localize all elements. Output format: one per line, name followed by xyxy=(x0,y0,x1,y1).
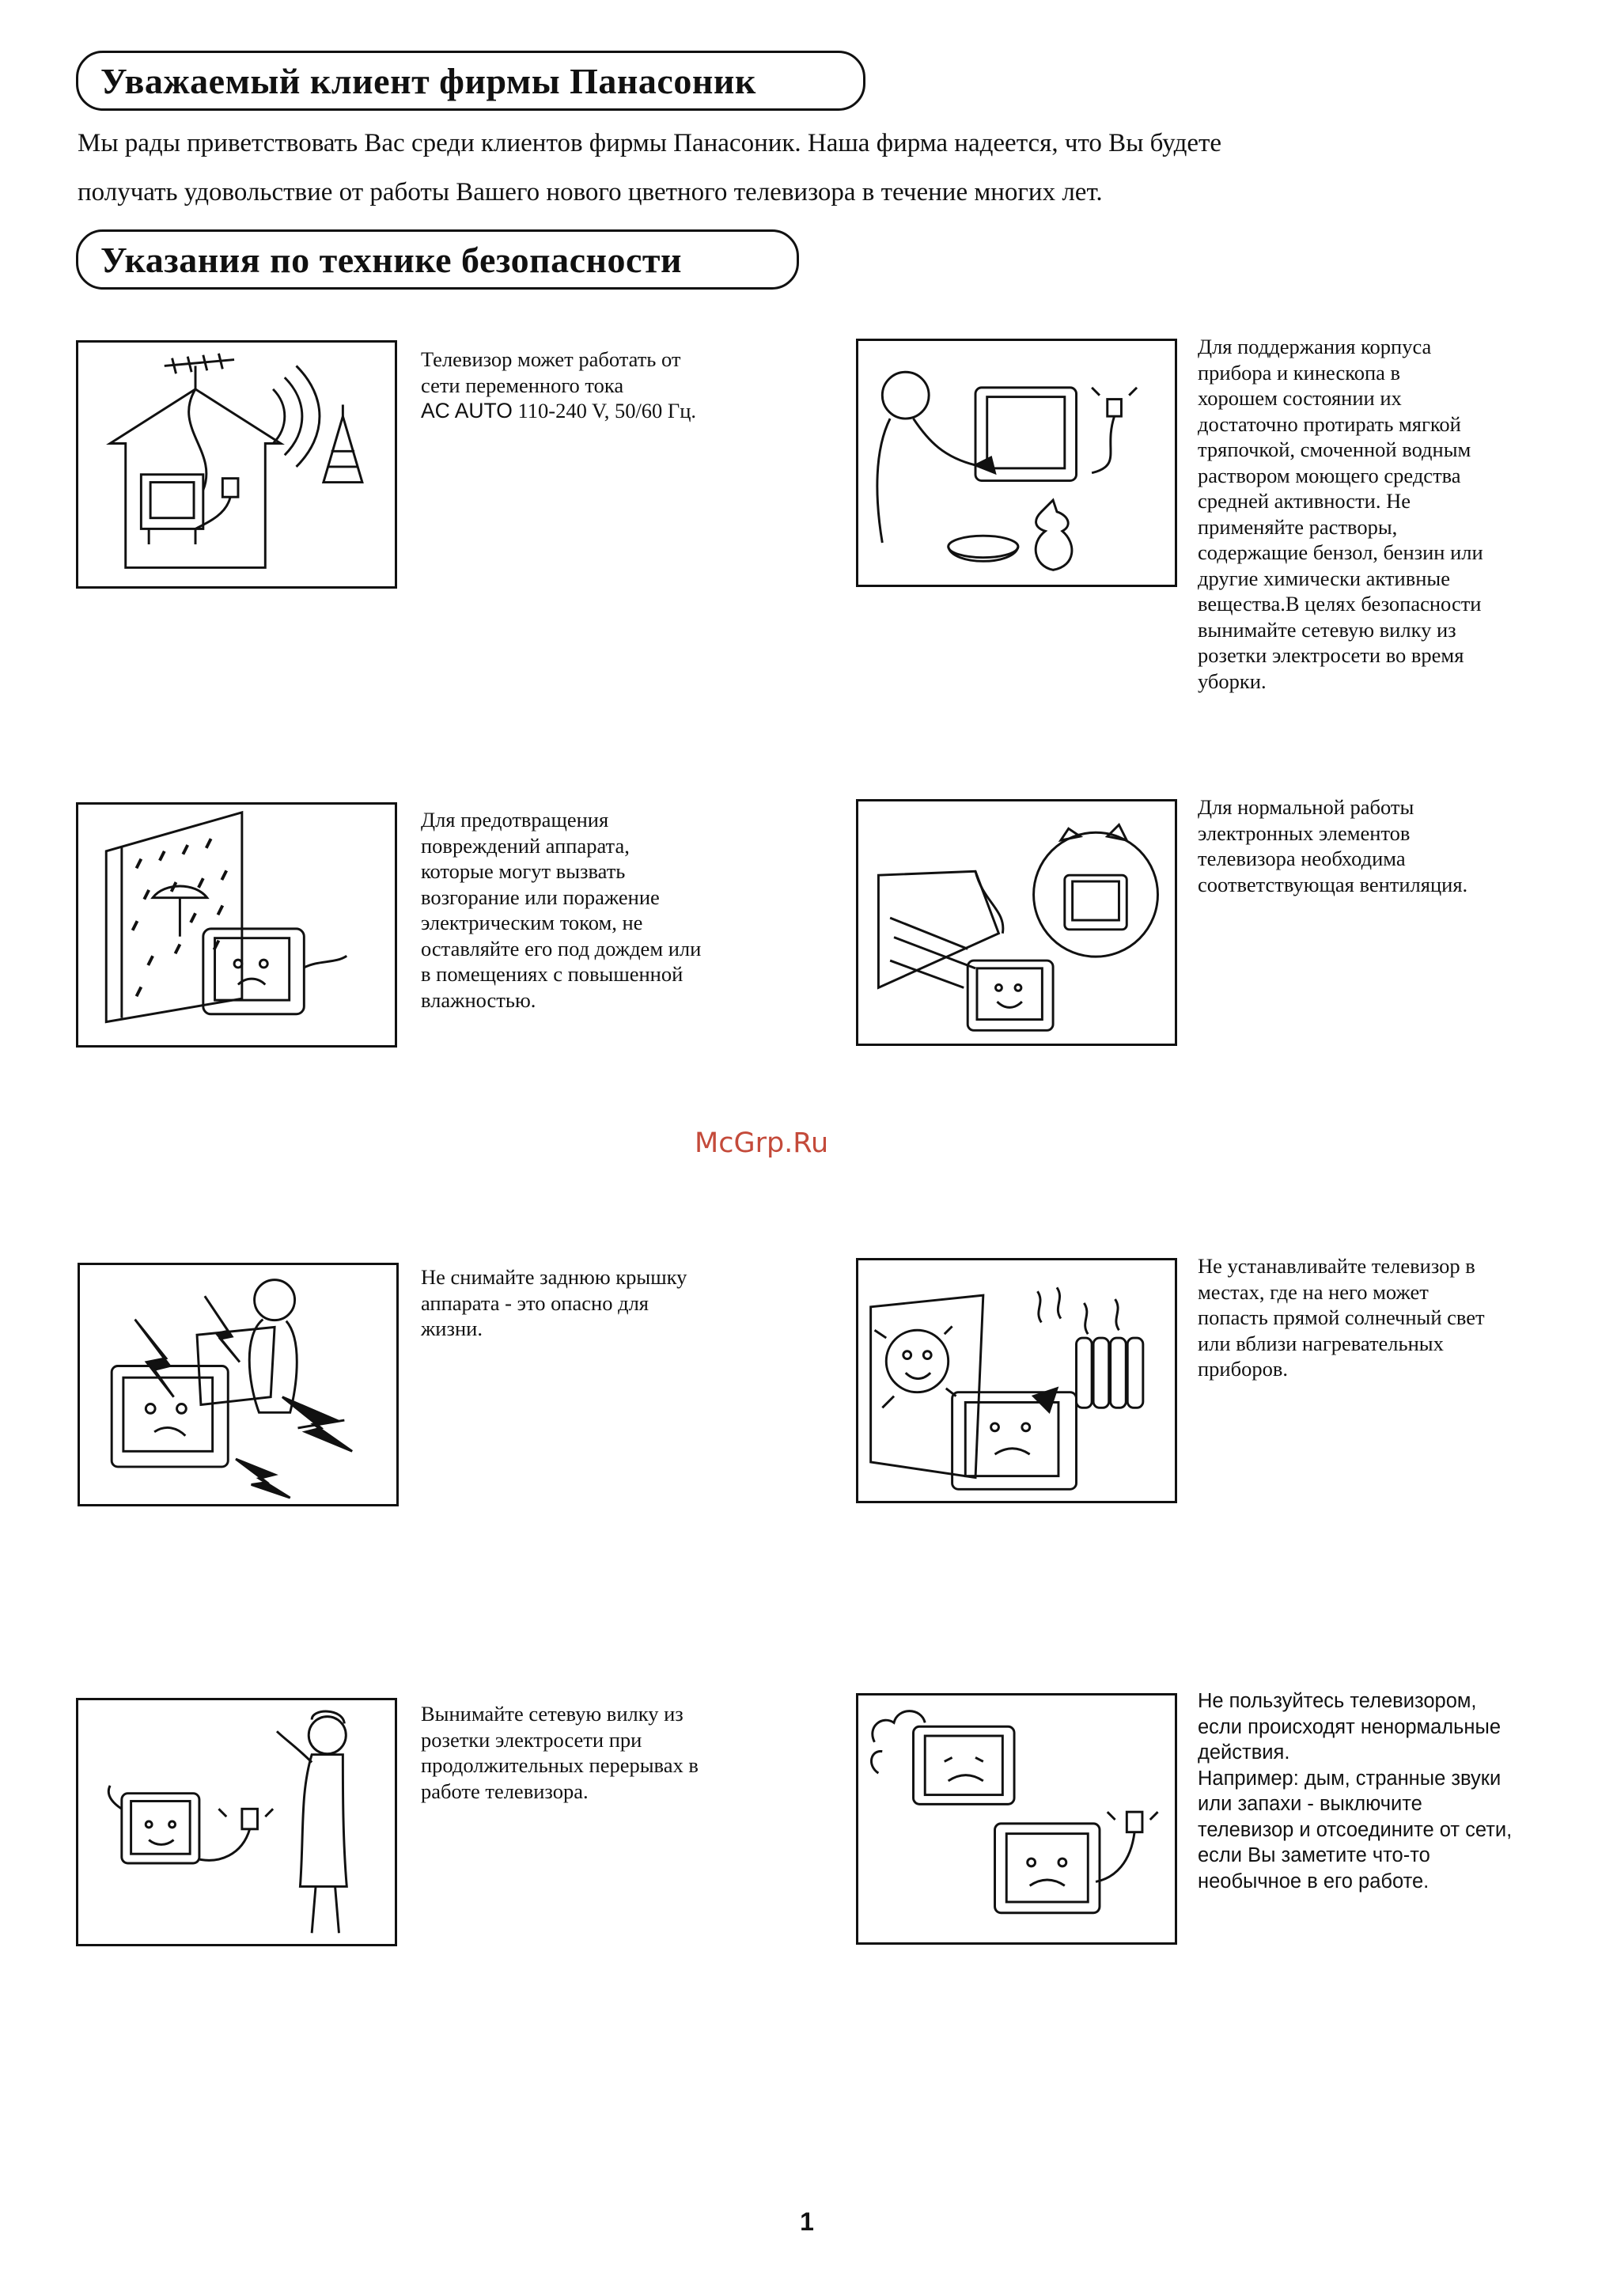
intro-line-1: Мы рады приветствовать Вас среди клиенто… xyxy=(78,129,1222,157)
safety-item-power-text: Телевизор может работать от сети перемен… xyxy=(421,347,697,422)
safety-item-heat-text: Не устанавливайте телевизор в местах, гд… xyxy=(1198,1254,1485,1381)
unplug-tv-icon xyxy=(76,1698,397,1946)
smoking-tv-icon xyxy=(856,1693,1177,1945)
safety-item-back-cover-text: Не снимайте заднюю крышку аппарата - это… xyxy=(421,1265,687,1340)
ventilation-tv-icon xyxy=(856,799,1177,1046)
intro-line-2: получать удовольствие от работы Вашего н… xyxy=(78,178,1103,206)
safety-item-cleaning-text: Для поддержания корпуса прибора и кинеск… xyxy=(1198,335,1483,693)
safety-item-unplug-text: Вынимайте сетевую вилку из розетки элект… xyxy=(421,1702,699,1803)
cleaning-tv-icon xyxy=(856,339,1177,587)
safety-item-ventilation-text: Для нормальной работы электронных элемен… xyxy=(1198,795,1468,896)
intro-paragraph: Мы рады приветствовать Вас среди клиенто… xyxy=(78,119,1422,217)
safety-title: Указания по технике безопасности xyxy=(100,239,683,280)
watermark: McGrp.Ru xyxy=(695,1127,829,1159)
page-title-banner: Уважаемый клиент фирмы Панасоник xyxy=(76,51,865,111)
antenna-house-icon xyxy=(76,340,397,589)
safety-item-abnormal-text: Не пользуйтесь телевизором, если происхо… xyxy=(1198,1690,1513,1892)
page-number: 1 xyxy=(800,2207,814,2236)
safety-item-moisture-text: Для предотвращения повреждений аппарата,… xyxy=(421,808,702,1012)
page-title: Уважаемый клиент фирмы Панасоник xyxy=(100,60,756,101)
rain-tv-icon xyxy=(76,802,397,1048)
electric-shock-tv-icon xyxy=(78,1263,399,1506)
sun-heater-tv-icon xyxy=(856,1258,1177,1503)
ac-auto-label: AC AUTO xyxy=(421,399,513,422)
safety-title-banner: Указания по технике безопасности xyxy=(76,229,799,290)
